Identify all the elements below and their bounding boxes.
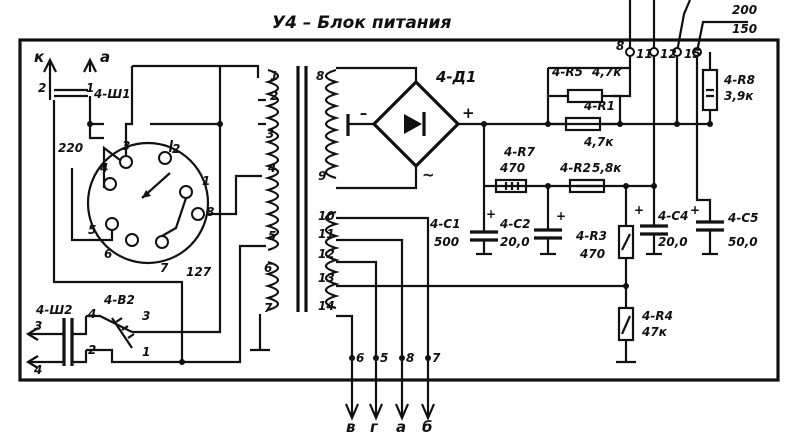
sh1-voltage-127: 127 xyxy=(186,265,212,279)
r8-label: 4-R8 xyxy=(723,73,755,87)
c2-value: 20,0 xyxy=(500,235,530,249)
c4-value: 20,0 xyxy=(658,235,688,249)
sh2-label: 4-Ш2 xyxy=(35,303,73,317)
power-transformer: 1 2 3 4 5 6 7 8 9 10 11 12 13 14 xyxy=(264,66,340,315)
r4-label: 4-R4 xyxy=(641,309,673,323)
b2-pin-1: 1 xyxy=(142,345,150,359)
c1-plus: + xyxy=(486,207,496,221)
r3-value: 470 xyxy=(579,247,605,261)
sh1-pin-1: 1 xyxy=(202,174,210,188)
r8-value: 3,9к xyxy=(724,89,754,103)
primary-wiring xyxy=(52,64,270,364)
wire-label-200: 200 xyxy=(732,3,757,17)
c4-label: 4-С4 xyxy=(657,209,689,223)
out-letter-a: а xyxy=(396,418,406,433)
tr-tap-11: 11 xyxy=(318,227,335,241)
sh1-pin-7: 7 xyxy=(160,261,169,275)
tr-tap-13: 13 xyxy=(318,271,335,285)
tr-tap-8: 8 xyxy=(316,69,324,83)
r2-value: 5,8к xyxy=(592,161,622,175)
r5-value: 4,7к xyxy=(591,65,622,79)
out-num-5: 5 xyxy=(380,351,388,365)
terminal-11: 11 xyxy=(636,47,653,61)
out-num-8: 8 xyxy=(406,351,414,365)
terminal-12: 12 xyxy=(660,47,677,61)
b2-pin-2: 2 xyxy=(88,343,96,357)
sh1-pin-5: 5 xyxy=(88,223,96,237)
lead-label-k: к xyxy=(34,48,45,66)
lead-label-1: 1 xyxy=(86,81,94,95)
junction-dots xyxy=(87,121,713,365)
external-wires-top: 200 150 xyxy=(628,0,757,53)
enclosure-frame xyxy=(18,38,780,382)
c5-plus: + xyxy=(690,203,700,217)
bridge-ac: ~ xyxy=(422,166,435,184)
diode-bridge: 4-Д1 – + ~ xyxy=(336,66,548,190)
r4-value: 47к xyxy=(641,325,668,339)
tr-tap-1: 1 xyxy=(270,69,278,83)
tr-tap-10: 10 xyxy=(318,209,335,223)
tr-tap-9: 9 xyxy=(318,169,326,183)
filter-network xyxy=(336,52,724,364)
r1-label: 4-R1 xyxy=(583,99,615,113)
tr-tap-5: 5 xyxy=(268,229,276,243)
c2-label: 4-С2 xyxy=(499,217,531,231)
c4-plus: + xyxy=(634,203,644,217)
sh1-pin-6: 6 xyxy=(104,247,112,261)
bridge-minus: – xyxy=(360,104,368,122)
tr-tap-2: 2 xyxy=(270,89,278,103)
b2-label: 4-В2 xyxy=(103,293,135,307)
terminal-8: 8 xyxy=(616,39,624,53)
switch-and-plug: 4-Ш2 3 4 4-В2 4 3 2 1 xyxy=(25,293,182,377)
r1-value: 4,7к xyxy=(583,135,614,149)
out-letter-g: г xyxy=(370,418,379,433)
right-terminals: 8 11 12 15 xyxy=(616,39,702,61)
wire-label-150: 150 xyxy=(732,22,757,36)
c5-value: 50,0 xyxy=(728,235,758,249)
tr-tap-3: 3 xyxy=(266,127,274,141)
bridge-label: 4-Д1 xyxy=(435,68,476,86)
r3-label: 4-R3 xyxy=(575,229,607,243)
sh1-label: 4-Ш1 xyxy=(93,87,131,101)
b2-pin-3: 3 xyxy=(142,309,150,323)
out-letter-v: в xyxy=(346,418,356,433)
tr-tap-14: 14 xyxy=(318,299,335,313)
sh1-voltage-220: 220 xyxy=(58,141,83,155)
c1-value: 500 xyxy=(434,235,459,249)
r7-value: 470 xyxy=(499,161,525,175)
sh1-pin-2: 2 xyxy=(172,142,180,156)
tr-tap-6: 6 xyxy=(264,261,272,275)
left-external-leads: к а 2 1 xyxy=(34,48,110,100)
b2-pin-4: 4 xyxy=(87,307,96,321)
r5-label: 4-R5 xyxy=(551,65,583,79)
bridge-plus: + xyxy=(462,104,475,122)
r7-label: 4-R7 xyxy=(503,145,536,159)
bottom-outputs: 6 5 8 7 в г а б xyxy=(336,216,441,433)
component-labels: 4-R5 4,7к 4-R1 4,7к 4-R8 3,9к 4-R7 470 4… xyxy=(429,65,759,339)
lead-label-a: а xyxy=(100,48,110,66)
sh2-out-4: 4 xyxy=(33,363,42,377)
voltage-selector-plug: 3 2 4 1 8 5 6 7 220 127 xyxy=(58,139,214,279)
sh1-pin-8: 8 xyxy=(206,205,214,219)
block-title: У4 – Блок питания xyxy=(272,13,451,33)
lead-label-2: 2 xyxy=(38,81,46,95)
out-num-6: 6 xyxy=(356,351,364,365)
c1-label: 4-С1 xyxy=(429,217,461,231)
out-num-7: 7 xyxy=(432,351,441,365)
r2-label: 4-R2 xyxy=(559,161,591,175)
terminal-15: 15 xyxy=(684,47,701,61)
sh2-out-3: 3 xyxy=(34,319,42,333)
c5-label: 4-С5 xyxy=(727,211,759,225)
c2-plus: + xyxy=(556,209,566,223)
sh1-pin-4: 4 xyxy=(99,161,108,175)
tr-tap-7: 7 xyxy=(264,301,273,315)
tr-tap-12: 12 xyxy=(318,247,335,261)
tr-tap-4: 4 xyxy=(267,161,276,175)
out-letter-b: б xyxy=(422,418,432,433)
